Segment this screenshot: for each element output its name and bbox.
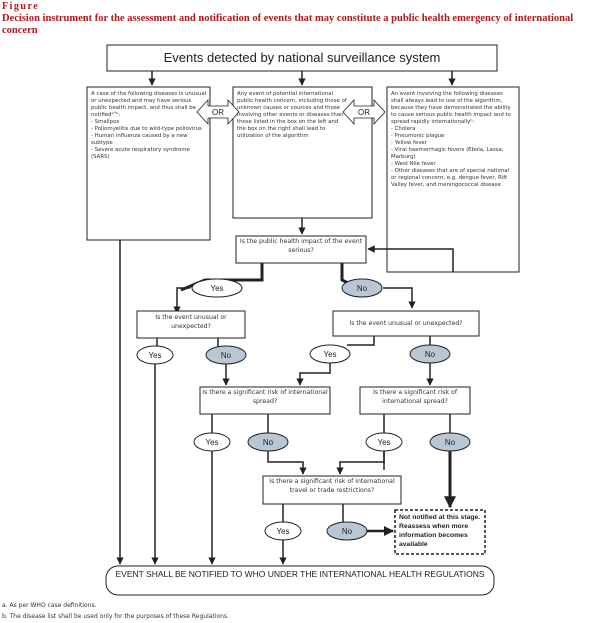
question-spread-left-box [199,386,331,415]
middle-box-text: Any event of potential international pub… [237,91,347,139]
svg-text:No: No [357,284,368,293]
or-arrow-right: OR [342,98,386,126]
notify-who-text: EVENT SHALL BE NOTIFIED TO WHO UNDER THE… [115,569,485,579]
left-box-text: A case of the following diseases is unus… [91,91,207,160]
question-spread-right-text: Is there a significant risk of internati… [372,389,458,405]
notify-who-box [105,565,495,596]
svg-text:No: No [221,351,232,360]
or-arrow-left: OR [196,98,240,126]
question-unusual-left-text: Is the event unusual or unexpected? [155,314,227,330]
left-box-item: - Smallpox [91,119,120,125]
svg-text:No: No [342,527,353,536]
notify-arrows [116,240,385,565]
header-arrows [148,71,456,86]
svg-text:No: No [425,350,436,359]
right-box-item: - Pneumonic plague [391,133,445,139]
right-box-item: - Other diseases that are of special nat… [391,168,510,188]
question-unusual-left-box [136,310,246,339]
left-box-item: - Poliomyelitis due to wild-type poliovi… [91,126,202,132]
or-label-left: OR [212,108,224,117]
right-box-item: - Cholera [391,126,416,132]
left-box-item: - Human influenza caused by a new subtyp… [91,133,188,146]
right-box-text: An event involving the following disease… [391,91,515,189]
surveillance-header-box: Events detected by national surveillance… [106,44,498,72]
answer-yes-serious [191,278,243,298]
not-notified-text: Not notified at this stage. Reassess whe… [399,514,481,548]
question-restrictions-text: Is there a significant risk of internati… [269,478,395,494]
question-unusual-right-text: Is the event unusual or unexpected? [349,320,463,327]
svg-text:Yes: Yes [205,438,218,447]
left-box-item: - Severe acute respiratory syndrome (SAR… [91,147,190,160]
figure-label: Figure [2,1,40,12]
question-serious-box [235,235,367,264]
figure-title: Decision instrument for the assessment a… [2,13,574,36]
right-box-item: - Yellow fever [391,140,427,146]
question-serious-text: Is the public health impact of the event… [239,238,363,254]
footnote-a: a. As per WHO case definitions. [2,602,97,609]
right-box-item: - Viral haemorrhagic fevers (Ebola, Lass… [391,147,504,160]
or-label-right: OR [358,108,370,117]
answer-no-serious [341,278,383,298]
left-disease-box [86,86,211,241]
question-unusual-right-box [332,310,480,337]
surveillance-header-text: Events detected by national surveillance… [164,50,441,65]
question-spread-left-text: Is there a significant risk of internati… [202,389,328,405]
question-spread-right-box [359,386,471,415]
not-notified-box [394,509,486,555]
svg-text:No: No [445,438,456,447]
svg-text:Yes: Yes [323,350,336,359]
svg-text:Yes: Yes [148,351,161,360]
footnote-b: b. The disease list shall be used only f… [2,613,229,620]
svg-text:No: No [263,438,274,447]
svg-text:Yes: Yes [210,284,223,293]
svg-text:Yes: Yes [377,438,390,447]
right-box-item: - West Nile fever [391,161,436,167]
svg-text:Yes: Yes [276,527,289,536]
question-restrictions-box [262,475,402,505]
